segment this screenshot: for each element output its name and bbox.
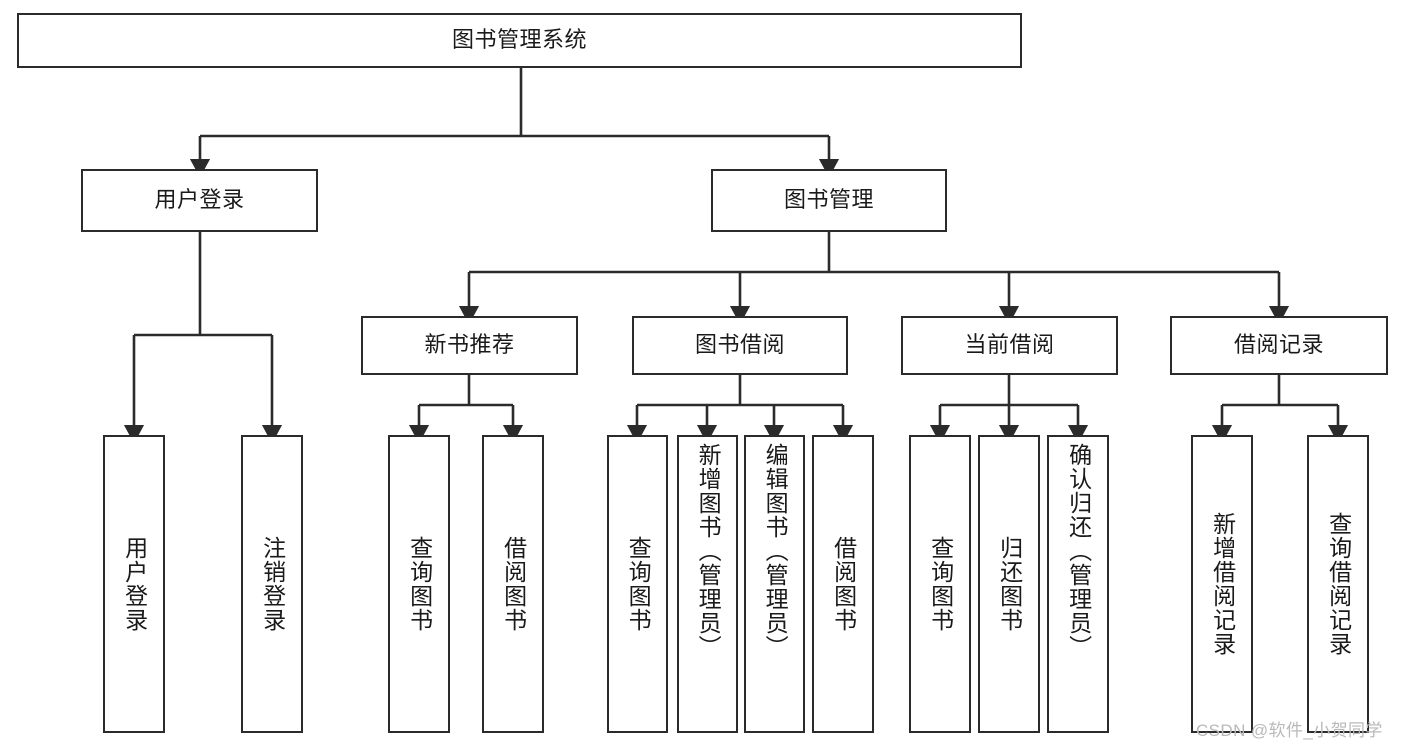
node-root-system-label: 图书管理系统 bbox=[451, 27, 587, 53]
node-leaf-edit-book-label: 编辑图书（管理员） bbox=[762, 443, 789, 659]
node-leaf-query-book-2[interactable]: 查询图书 bbox=[607, 435, 668, 733]
node-current-borrow-label: 当前借阅 bbox=[964, 332, 1055, 358]
node-leaf-add-record[interactable]: 新增借阅记录 bbox=[1191, 435, 1253, 733]
leaf-text-wrap: 注销登录 bbox=[243, 437, 301, 731]
node-leaf-confirm-return-label: 确认归还（管理员） bbox=[1065, 443, 1092, 659]
node-leaf-edit-book[interactable]: 编辑图书（管理员） bbox=[744, 435, 805, 733]
node-leaf-user-login-label: 用户登录 bbox=[121, 536, 148, 632]
node-leaf-query-book-1-label: 查询图书 bbox=[406, 536, 433, 632]
node-leaf-query-record[interactable]: 查询借阅记录 bbox=[1307, 435, 1369, 733]
leaf-text-wrap: 编辑图书（管理员） bbox=[746, 437, 803, 731]
node-user-login[interactable]: 用户登录 bbox=[81, 169, 318, 232]
leaf-text-wrap: 新增借阅记录 bbox=[1193, 437, 1251, 731]
leaf-text-wrap: 新增图书（管理员） bbox=[679, 437, 736, 731]
node-borrow-record-label: 借阅记录 bbox=[1233, 332, 1324, 358]
leaf-text-wrap: 查询借阅记录 bbox=[1309, 437, 1367, 731]
node-leaf-query-book-1[interactable]: 查询图书 bbox=[388, 435, 450, 733]
node-leaf-logout[interactable]: 注销登录 bbox=[241, 435, 303, 733]
node-leaf-borrow-book-1[interactable]: 借阅图书 bbox=[482, 435, 544, 733]
node-current-borrow[interactable]: 当前借阅 bbox=[901, 316, 1118, 375]
node-leaf-confirm-return[interactable]: 确认归还（管理员） bbox=[1047, 435, 1109, 733]
node-leaf-query-book-3-label: 查询图书 bbox=[927, 536, 954, 632]
node-leaf-user-login[interactable]: 用户登录 bbox=[103, 435, 165, 733]
node-leaf-return-book-label: 归还图书 bbox=[996, 536, 1023, 632]
leaf-text-wrap: 借阅图书 bbox=[814, 437, 872, 731]
node-book-borrow[interactable]: 图书借阅 bbox=[632, 316, 848, 375]
node-leaf-logout-label: 注销登录 bbox=[259, 536, 286, 632]
node-leaf-return-book[interactable]: 归还图书 bbox=[978, 435, 1040, 733]
node-new-book-rec[interactable]: 新书推荐 bbox=[361, 316, 578, 375]
node-book-manage[interactable]: 图书管理 bbox=[711, 169, 947, 232]
leaf-text-wrap: 确认归还（管理员） bbox=[1049, 437, 1107, 731]
leaf-text-wrap: 用户登录 bbox=[105, 437, 163, 731]
leaf-text-wrap: 查询图书 bbox=[911, 437, 969, 731]
node-leaf-query-record-label: 查询借阅记录 bbox=[1325, 512, 1352, 656]
node-book-manage-label: 图书管理 bbox=[783, 187, 874, 213]
leaf-text-wrap: 归还图书 bbox=[980, 437, 1038, 731]
node-leaf-add-record-label: 新增借阅记录 bbox=[1209, 512, 1236, 656]
node-new-book-rec-label: 新书推荐 bbox=[424, 332, 515, 358]
node-leaf-query-book-3[interactable]: 查询图书 bbox=[909, 435, 971, 733]
node-leaf-add-book-label: 新增图书（管理员） bbox=[695, 443, 722, 659]
node-leaf-borrow-book-1-label: 借阅图书 bbox=[500, 536, 527, 632]
node-leaf-query-book-2-label: 查询图书 bbox=[625, 536, 652, 632]
leaf-text-wrap: 查询图书 bbox=[609, 437, 666, 731]
node-leaf-borrow-book-2-label: 借阅图书 bbox=[830, 536, 857, 632]
node-book-borrow-label: 图书借阅 bbox=[694, 332, 785, 358]
node-root-system[interactable]: 图书管理系统 bbox=[17, 13, 1022, 68]
node-borrow-record[interactable]: 借阅记录 bbox=[1170, 316, 1388, 375]
leaf-text-wrap: 查询图书 bbox=[390, 437, 448, 731]
leaf-text-wrap: 借阅图书 bbox=[484, 437, 542, 731]
node-leaf-add-book[interactable]: 新增图书（管理员） bbox=[677, 435, 738, 733]
node-user-login-label: 用户登录 bbox=[154, 187, 245, 213]
node-leaf-borrow-book-2[interactable]: 借阅图书 bbox=[812, 435, 874, 733]
